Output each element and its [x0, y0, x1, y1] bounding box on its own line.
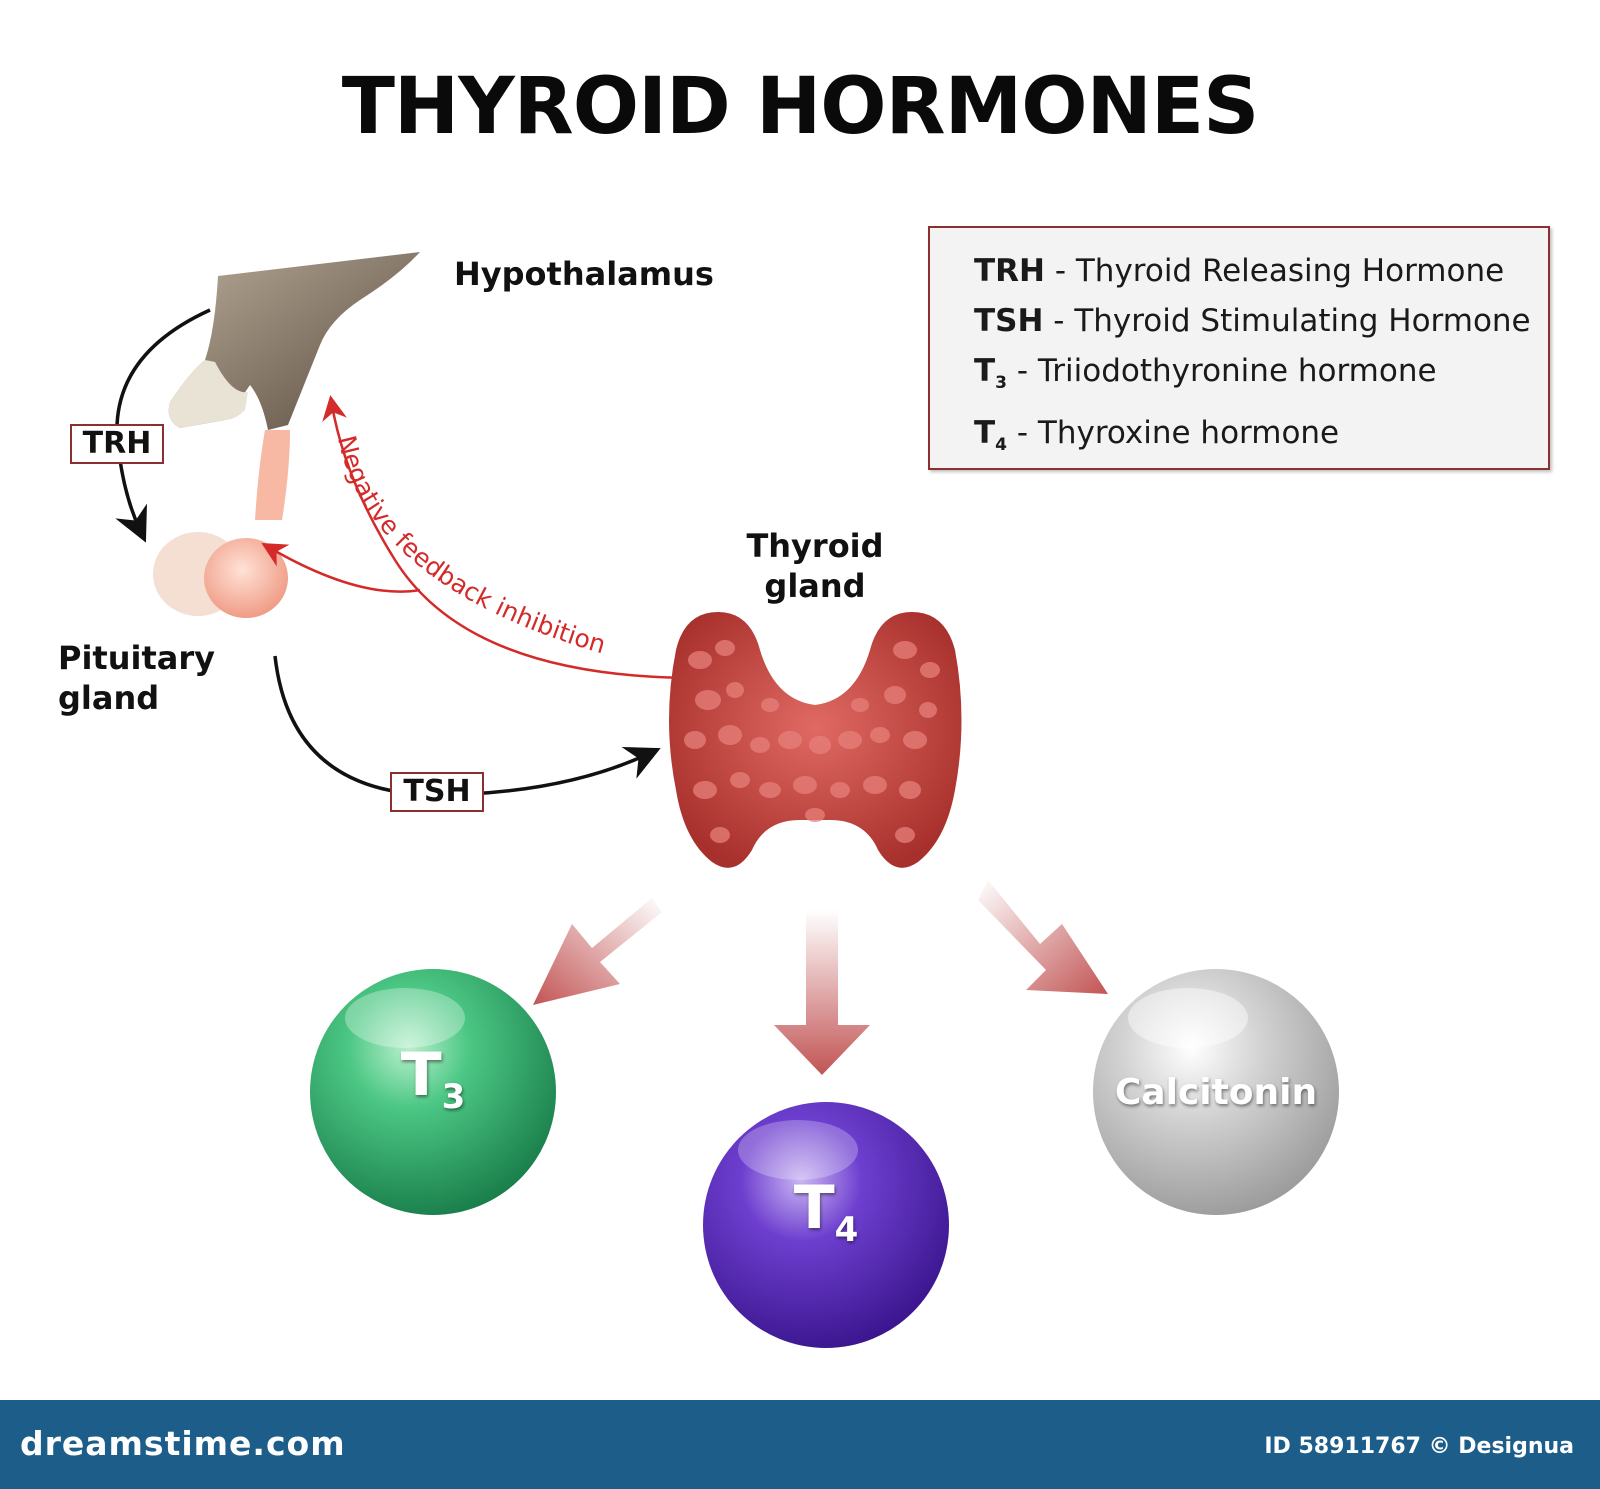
hypothalamus-label: Hypothalamus [454, 255, 714, 293]
thyroid-shape [669, 612, 962, 868]
t3-sphere [310, 969, 556, 1215]
t3-label: T3 [383, 1040, 483, 1117]
legend-row-t3: T3 - Triiodothyronine hormone [974, 346, 1548, 408]
calcitonin-label: Calcitonin [1114, 1072, 1318, 1113]
hypothalamus-shape [168, 252, 420, 430]
legend-desc: - Triiodothyronine hormone [1007, 353, 1437, 389]
pituitary-label-line1: Pituitary [58, 639, 215, 677]
thyroid-label: Thyroid gland [735, 526, 895, 606]
t3-label-sub: 3 [441, 1077, 466, 1117]
legend-desc: - Thyroxine hormone [1007, 415, 1340, 452]
feedback-label: Negative feedback inhibition [332, 433, 609, 660]
trh-tag: TRH [70, 424, 164, 464]
legend-box: TRH - Thyroid Releasing Hormone TSH - Th… [928, 226, 1550, 470]
diagram-graphic: Negative feedback inhibition [115, 252, 1339, 1348]
legend-abbr: TRH [974, 253, 1045, 289]
thyroid-label-line2: gland [764, 567, 866, 605]
t3-label-main: T [400, 1040, 442, 1110]
legend-abbr: T [974, 353, 996, 389]
arrow-to-t3 [533, 898, 662, 1005]
arrow-to-t4 [774, 910, 870, 1075]
page-title: THYROID HORMONES [341, 62, 1260, 152]
thyroid-label-line1: Thyroid [746, 527, 884, 565]
t4-label-main: T [793, 1173, 835, 1243]
footer-bar: dreamstime.com ID 58911767 © Designua [0, 1400, 1600, 1489]
feedback-arrow-pituitary [261, 542, 421, 593]
pituitary-shape [153, 430, 290, 618]
legend-desc: - Thyroid Stimulating Hormone [1043, 303, 1531, 339]
t4-sphere [703, 1102, 949, 1348]
footer-brand[interactable]: dreamstime.com [20, 1424, 346, 1463]
arrow-to-calcitonin [978, 880, 1108, 994]
legend-abbr: TSH [974, 303, 1044, 339]
t4-label: T4 [776, 1173, 876, 1250]
legend-abbr: T [974, 415, 996, 452]
pituitary-label: Pituitary gland [58, 638, 215, 718]
footer-image-id: ID 58911767 © Designua [1264, 1434, 1574, 1459]
legend-row-tsh: TSH - Thyroid Stimulating Hormone [974, 296, 1548, 346]
legend-row-t4: T4 - Thyroxine hormone [974, 408, 1548, 470]
legend-desc: - Thyroid Releasing Hormone [1044, 253, 1505, 289]
t4-label-sub: 4 [834, 1210, 859, 1250]
legend-sub: 3 [995, 373, 1007, 394]
legend-row-trh: TRH - Thyroid Releasing Hormone [974, 246, 1548, 296]
pituitary-label-line2: gland [58, 679, 160, 717]
tsh-tag: TSH [390, 772, 484, 812]
legend-sub: 4 [995, 435, 1007, 456]
feedback-arrow-hypothalamus [322, 395, 707, 680]
calcitonin-sphere [1093, 969, 1339, 1215]
